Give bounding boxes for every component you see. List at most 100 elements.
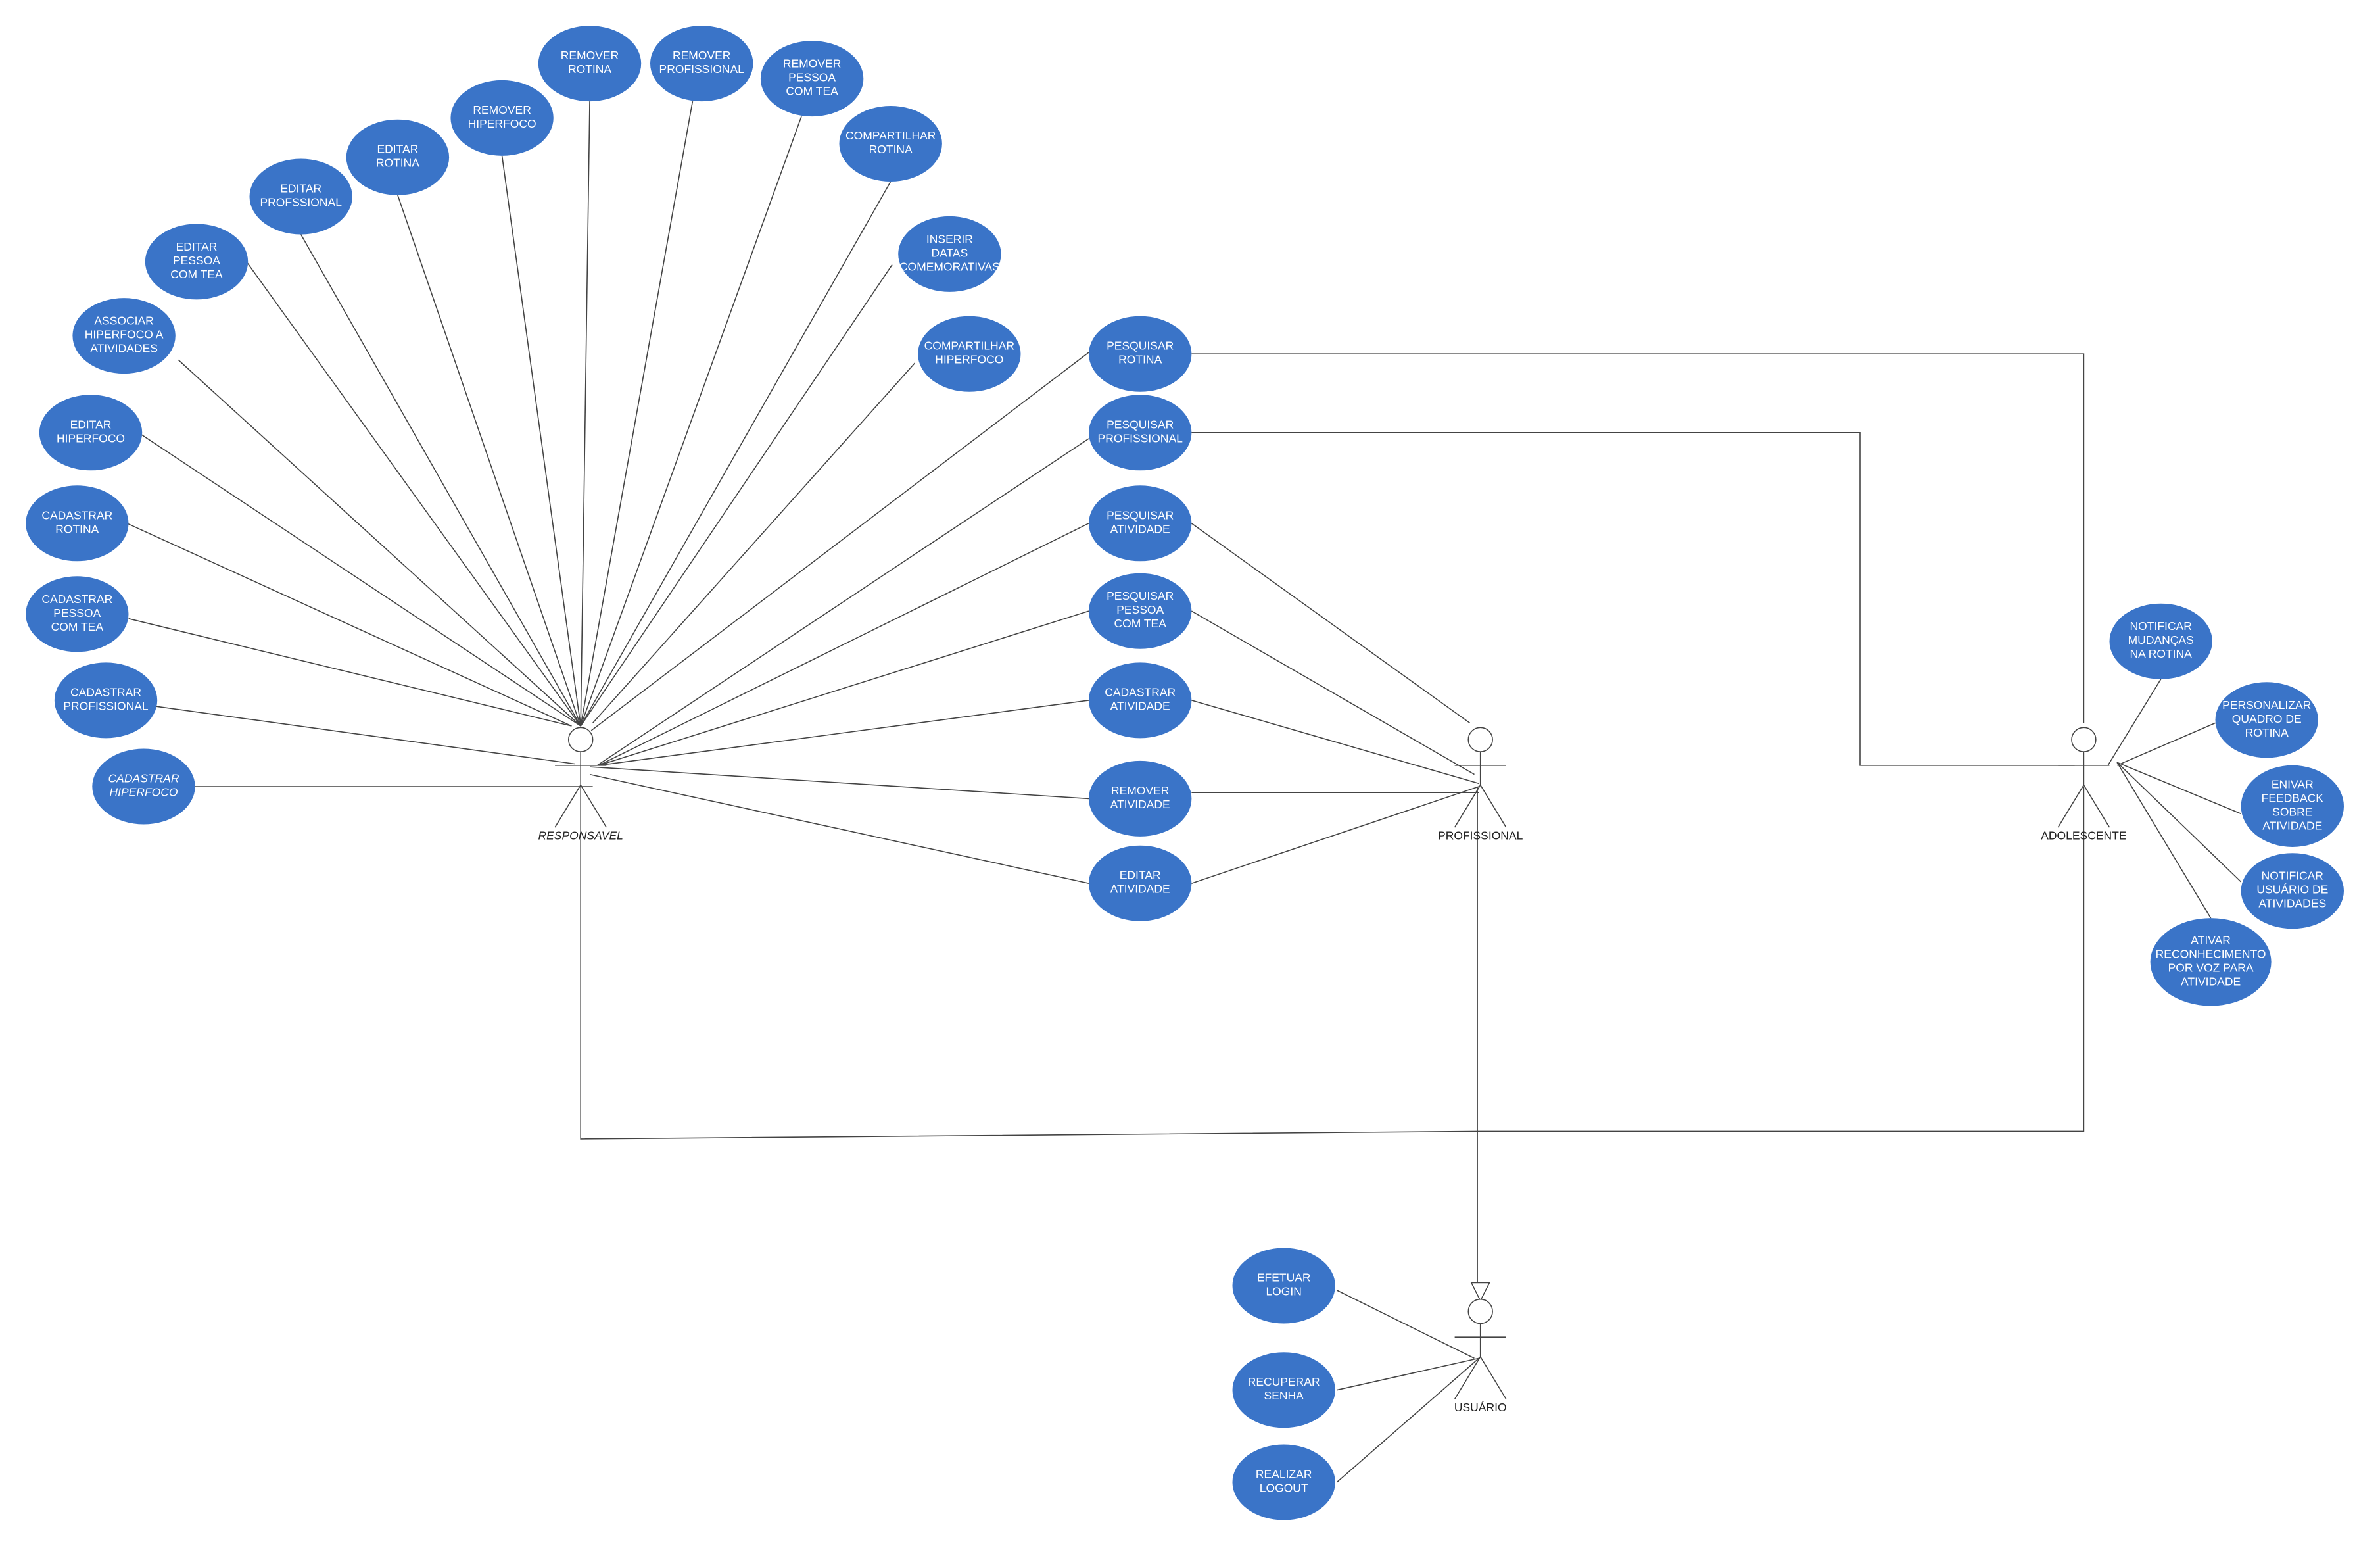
usecase-ellipse [249,158,352,235]
usecase-ellipse [145,224,249,300]
usecase-ellipse [54,662,158,739]
usecase-label: CADASTRAR [70,685,141,698]
actor-label-adolescente: ADOLESCENTE [2041,829,2126,842]
usecase-ellipse [1089,573,1192,649]
actor-leg [1454,1356,1481,1399]
usecase-label: ENIVAR [2272,777,2314,790]
usecase-label: REMOVER [783,57,841,70]
association-remover-hiperfoco [501,155,581,727]
associations [126,101,2242,1483]
usecase-label: ROTINA [1118,353,1162,366]
usecase-label: RECUPERAR [1248,1375,1320,1388]
use-cases: CADASTRARHIPERFOCOCADASTRARPROFISSIONALC… [26,26,2344,1520]
usecase-label: USUÁRIO DE [2256,883,2328,896]
association-recuperar-senha [1337,1357,1479,1391]
usecase-label: ATIVIDADES [90,342,158,355]
association-inserir-datas [580,264,893,727]
association-notificar-usuario [2116,762,2242,883]
actor-leg [1480,1356,1507,1399]
usecase-ellipse [760,41,864,117]
usecase-ellipse [39,395,143,471]
usecase-label: HIPERFOCO [935,353,1003,366]
actor-adolescente[interactable]: ADOLESCENTE [2041,727,2127,842]
actor-profissional[interactable]: PROFISSIONAL [1438,727,1523,842]
usecase-label: CADASTRAR [41,508,112,522]
association-remover-profissional [580,101,694,727]
usecase-label: ROTINA [568,62,611,76]
usecase-ellipse [1232,1248,1335,1324]
generalization-line [580,787,2085,1140]
usecase-label: DATAS [932,246,968,259]
usecase-label: ASSOCIAR [94,314,153,328]
usecase-ellipse [538,26,642,102]
actor-head [1467,727,1493,752]
association-cadastrar-atividade-resp [598,700,1089,766]
usecase-label: MUDANÇAS [2128,633,2194,646]
usecase-ellipse [2241,853,2344,929]
association-compartilhar-hiperfoco [592,362,916,723]
usecase-label: ATIVIDADE [1110,798,1170,811]
usecase-label: CADASTRAR [108,772,179,785]
actor-usuario[interactable]: USUÁRIO [1454,1298,1507,1414]
usecase-label: COM TEA [786,85,838,98]
usecase-label: HIPERFOCO A [85,328,164,341]
association-personalizar-quadro [2116,722,2216,766]
association-pesquisar-pessoa-prof [1191,610,1475,775]
actor-head [2071,727,2097,752]
usecase-label: EDITAR [280,182,321,195]
actor-head [567,727,594,752]
usecase-ellipse [346,119,450,195]
usecase-label: NOTIFICAR [2262,869,2323,883]
usecase-label: REMOVER [561,49,619,62]
association-pesquisar-pessoa-resp [598,610,1089,766]
usecase-label: LOGIN [1266,1285,1301,1298]
association-remover-pessoa-tea [580,116,802,727]
usecase-label: EDITAR [1120,869,1161,882]
usecase-ellipse [26,485,129,562]
usecase-label: EDITAR [70,418,112,431]
usecase-label: ATIVIDADE [1110,699,1170,712]
actor-label-usuario: USUÁRIO [1454,1401,1507,1414]
actor-head [1467,1298,1493,1324]
association-editar-atividade-resp [589,773,1089,884]
usecase-ellipse [1089,662,1192,739]
usecase-label: PROFISSIONAL [1098,431,1183,445]
association-cadastrar-atividade-prof [1191,700,1479,785]
actor-responsavel[interactable]: RESPONSAVEL [538,727,623,842]
actor-leg [1454,785,1481,828]
usecase-ellipse [1089,845,1192,921]
association-pesquisar-atividade-prof [1191,523,1471,724]
